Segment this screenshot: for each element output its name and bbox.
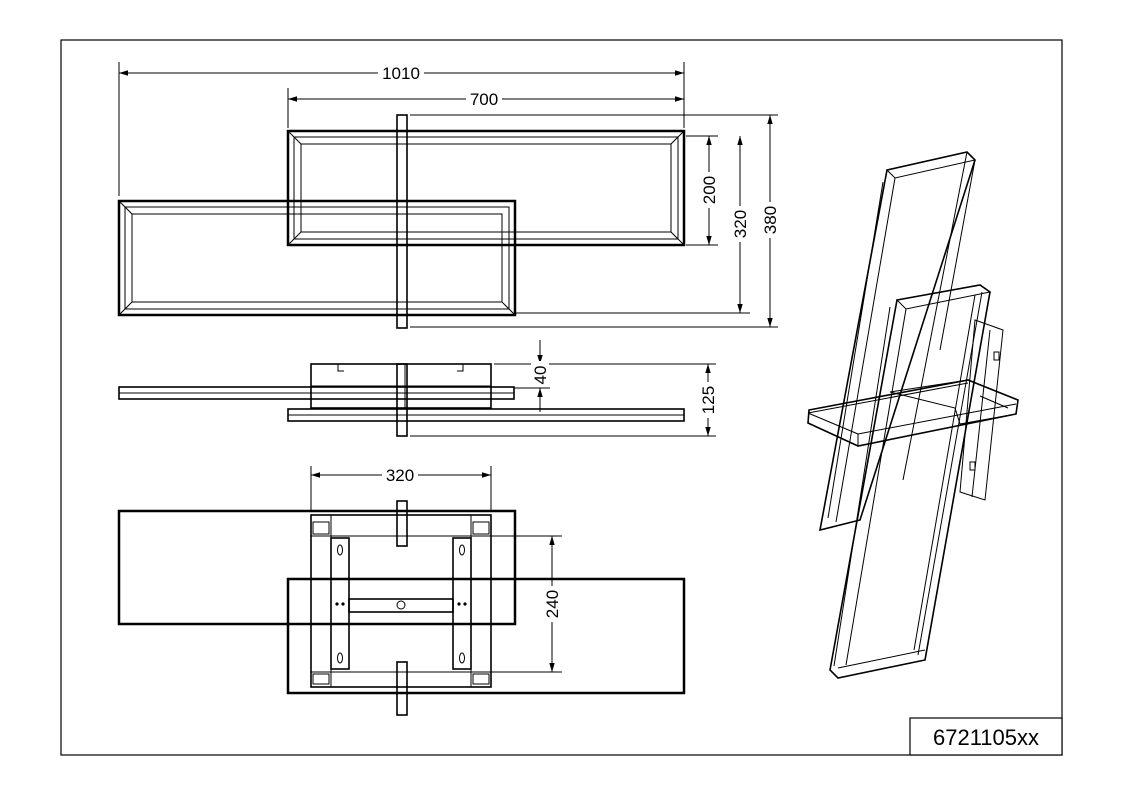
- part-number-box: [909, 717, 1063, 756]
- dimension-frame-width: 700: [470, 90, 498, 109]
- dimension-total-depth: 125: [699, 386, 718, 414]
- top-view: [117, 62, 778, 329]
- dimension-overall-height: 380: [761, 206, 780, 234]
- drawing-border: [60, 39, 1063, 756]
- dimension-canopy-depth: 40: [531, 366, 550, 385]
- dimension-frame-height: 320: [731, 210, 750, 238]
- dimension-bracket-height: 240: [543, 590, 562, 618]
- isometric-view: [807, 151, 1019, 679]
- side-view: [118, 340, 716, 437]
- dimension-overall-width: 1010: [382, 64, 420, 83]
- dimension-bracket-width: 320: [386, 466, 414, 485]
- part-number: 6721105xx: [933, 725, 1039, 750]
- dimension-inner-height: 200: [700, 176, 719, 204]
- bottom-view: [117, 466, 686, 716]
